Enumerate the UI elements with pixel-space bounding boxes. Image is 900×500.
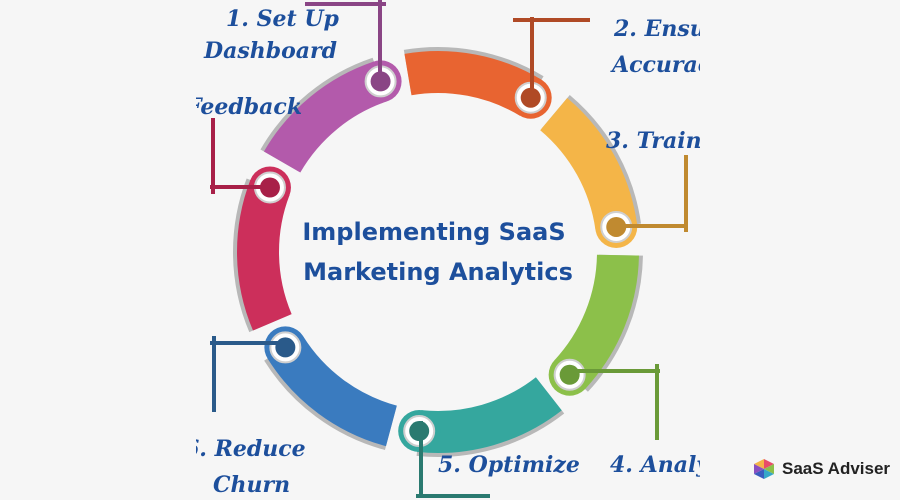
step-5-label: 5. Optimize — [438, 452, 580, 478]
diagram-title-line2: Marketing Analytics — [303, 258, 573, 286]
step-2-label-line1: 2. Ensu — [613, 16, 706, 42]
step-1-label-line2: Dashboard — [203, 38, 337, 64]
step-4-label: 4. Analy — [610, 452, 711, 478]
diagram-title-line1: Implementing SaaS — [302, 218, 565, 246]
step-1-label-line1: 1. Set Up — [226, 6, 340, 32]
step-6-label-line1: 6. Reduce — [184, 436, 306, 462]
node-dot-step-2 — [520, 87, 541, 108]
step-2-label-line2: Accurac — [610, 52, 712, 78]
step-6-label-line2: Churn — [213, 472, 290, 498]
brand-logo-icon — [754, 459, 774, 479]
node-dot-step-4 — [559, 364, 580, 385]
step-3-label: 3. Traini — [606, 128, 710, 154]
ring — [233, 47, 643, 457]
brand-name: SaaS Adviser — [782, 459, 891, 478]
node-dot-step-1 — [370, 71, 391, 92]
step-7-label: Feedback — [185, 94, 302, 120]
node-dot-step-6 — [275, 337, 296, 358]
connectors — [210, 0, 688, 498]
